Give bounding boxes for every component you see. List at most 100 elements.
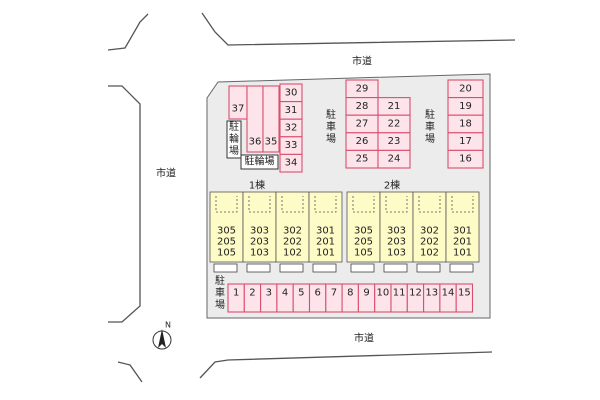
- unit-number: 305: [217, 226, 236, 237]
- unit-block: [242, 191, 277, 263]
- unit-number: 203: [250, 237, 269, 248]
- balcony-outline: [281, 196, 304, 213]
- unit-number: 305: [354, 226, 373, 237]
- parking-space-label: 1: [233, 288, 239, 299]
- parking-space-label: 37: [232, 104, 245, 115]
- parking-space-label: 30: [285, 87, 298, 98]
- parking-space-label: 10: [376, 288, 389, 299]
- parking-space-label: 5: [298, 288, 304, 299]
- unit-number: 101: [316, 248, 335, 259]
- unit-block: [209, 191, 244, 263]
- parking-cluster-35-37: 37 36 35: [228, 85, 280, 153]
- unit-entrance-box: [279, 263, 304, 273]
- unit-block: [412, 191, 447, 263]
- building-label: 1棟: [249, 179, 265, 192]
- parking-space-34: [279, 153, 303, 173]
- unit-number: 301: [453, 226, 472, 237]
- parking-space-35: [262, 85, 280, 153]
- unit-number: 103: [250, 248, 269, 259]
- unit-number: 202: [283, 237, 302, 248]
- balcony-outline: [451, 196, 474, 213]
- unit-entrance-box: [213, 263, 238, 273]
- unit-entrance-box: [416, 263, 441, 273]
- parking-space-label: 7: [331, 288, 337, 299]
- road-edge-bottom-right: [199, 351, 493, 379]
- balcony-outline: [314, 196, 337, 213]
- parking-area-label-bottom-left: 駐車場: [215, 274, 225, 311]
- parking-space-label: 15: [458, 288, 471, 299]
- road-label-left: 市道: [156, 167, 176, 180]
- unit-number: 202: [420, 237, 439, 248]
- balcony-outline: [248, 196, 271, 213]
- balcony-outline: [385, 196, 408, 213]
- parking-space-24: [377, 149, 411, 169]
- bicycle-parking-horizontal: 駐輪場: [240, 154, 279, 170]
- unit-number: 203: [387, 237, 406, 248]
- unit-number: 105: [354, 248, 373, 259]
- parking-space-label: 16: [459, 154, 472, 165]
- road-label-bottom: 市道: [354, 332, 374, 345]
- unit-number: 301: [316, 226, 335, 237]
- parking-space-label: 14: [442, 288, 455, 299]
- balcony-outline: [418, 196, 441, 213]
- parking-space-label: 11: [393, 288, 406, 299]
- parking-space-label: 3: [266, 288, 272, 299]
- road-label-top: 市道: [352, 55, 372, 68]
- bicycle-parking-label-horizontal: 駐輪場: [245, 155, 275, 168]
- parking-space-label: 29: [356, 83, 369, 94]
- parking-space-label: 19: [459, 101, 472, 112]
- unit-number: 303: [250, 226, 269, 237]
- unit-block: [308, 191, 343, 263]
- unit-entrance-box: [449, 263, 474, 273]
- parking-space-label: 17: [459, 136, 472, 147]
- parking-space-label: 23: [388, 136, 401, 147]
- balcony-outline: [352, 196, 375, 213]
- building-label: 2棟: [384, 179, 400, 192]
- parking-space-label: 22: [388, 119, 401, 130]
- unit-entrance-box: [246, 263, 271, 273]
- unit-number: 302: [283, 226, 302, 237]
- unit-block: [445, 191, 480, 263]
- unit-number: 205: [354, 237, 373, 248]
- road-edge-top-right: [201, 12, 516, 46]
- parking-space-label: 25: [356, 154, 369, 165]
- unit-number: 201: [453, 237, 472, 248]
- parking-space-label: 24: [388, 154, 401, 165]
- parking-space-label: 18: [459, 119, 472, 130]
- parking-space-15: [455, 283, 474, 313]
- parking-space-label: 27: [356, 119, 369, 130]
- unit-entrance-box: [350, 263, 375, 273]
- parking-space-label: 36: [249, 137, 262, 148]
- balcony-outline: [215, 196, 238, 213]
- unit-entrance-box: [383, 263, 408, 273]
- road-edge-bottom-left: [117, 361, 143, 383]
- compass-north-label: N: [165, 321, 171, 330]
- parking-area-label-center-right: 駐車場: [425, 108, 435, 145]
- parking-space-label: 13: [425, 288, 438, 299]
- parking-space-label: 4: [282, 288, 288, 299]
- parking-space-label: 6: [314, 288, 320, 299]
- unit-number: 205: [217, 237, 236, 248]
- unit-number: 201: [316, 237, 335, 248]
- parking-space-label: 26: [356, 136, 369, 147]
- bicycle-parking-vertical: 駐輪場: [226, 120, 242, 159]
- north-compass: N: [152, 321, 172, 350]
- unit-number: 102: [283, 248, 302, 259]
- parking-space-16: [447, 149, 484, 169]
- parking-column-16-20: 20 19 18 17 16: [447, 79, 484, 169]
- unit-number: 102: [420, 248, 439, 259]
- parking-space-label: 20: [459, 83, 472, 94]
- parking-space-label: 33: [285, 140, 298, 151]
- bicycle-parking-box: [226, 120, 242, 159]
- unit-number: 303: [387, 226, 406, 237]
